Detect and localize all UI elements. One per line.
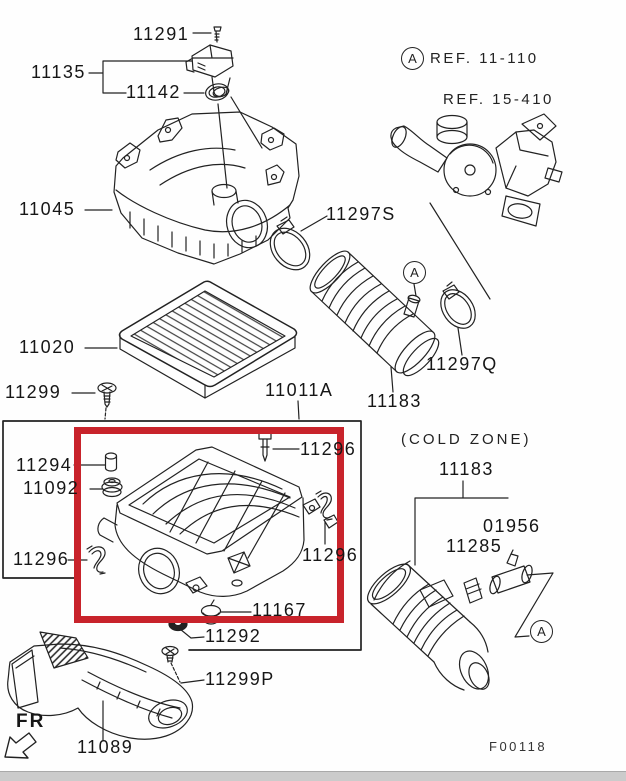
fr-arrow xyxy=(5,733,36,758)
o-ring-drawing xyxy=(204,82,230,102)
part-label-11296-right: 11296 xyxy=(302,545,359,565)
figure-code: F00118 xyxy=(489,739,548,754)
grommet-11092-drawing xyxy=(102,478,122,497)
air-cleaner-cover-drawing xyxy=(114,112,299,264)
front-direction-label: FR xyxy=(16,711,46,732)
part-label-11294: 11294 xyxy=(16,455,73,475)
part-label-01956: 01956 xyxy=(483,516,541,536)
part-label-11020: 11020 xyxy=(19,337,76,357)
part-label-11297q: 11297Q xyxy=(426,354,498,374)
view-marker-a-bottom: A xyxy=(530,620,553,643)
cold-zone-note: (COLD ZONE) xyxy=(401,431,532,448)
view-marker-a-middle: A xyxy=(403,261,426,284)
screw-11299p-drawing xyxy=(162,647,178,663)
sensor-01956-drawing xyxy=(488,550,534,595)
clip-11296-right-drawing xyxy=(316,491,332,520)
bolt-11299-drawing xyxy=(98,383,116,407)
part-label-11296-left: 11296 xyxy=(13,549,70,569)
turbocharger-drawing xyxy=(389,114,562,226)
part-label-11135: 11135 xyxy=(31,62,86,82)
part-label-11296-top: 11296 xyxy=(300,439,357,459)
part-label-11089: 11089 xyxy=(77,737,134,757)
clamp-11297q-drawing xyxy=(434,282,483,335)
reference-note-engine: REF. 11-110 xyxy=(430,50,539,67)
reference-note-turbo: REF. 15-410 xyxy=(443,91,554,108)
clip-11285-drawing xyxy=(464,578,482,603)
air-duct-11089-drawing xyxy=(8,632,193,739)
part-label-11292: 11292 xyxy=(205,626,262,646)
clamp-11297s-drawing xyxy=(262,217,318,278)
part-label-11092: 11092 xyxy=(23,478,80,498)
view-marker-a-top: A xyxy=(401,47,424,70)
part-label-11291: 11291 xyxy=(133,24,190,44)
leader-lines xyxy=(68,33,553,740)
group-box-11011a xyxy=(3,421,361,650)
part-label-11183-upper: 11183 xyxy=(367,391,422,411)
part-label-11142: 11142 xyxy=(126,82,181,102)
pin-11296-top-drawing xyxy=(259,433,271,461)
bottom-gray-bar xyxy=(0,771,626,781)
air-cleaner-body-drawing xyxy=(98,447,338,599)
part-label-11299: 11299 xyxy=(5,382,62,402)
part-label-11045: 11045 xyxy=(19,199,76,219)
screw-11291-drawing xyxy=(214,27,221,42)
part-label-11297s: 11297S xyxy=(326,204,396,224)
part-label-11011a: 11011A xyxy=(265,380,334,400)
intake-hose-upper-drawing xyxy=(304,245,444,380)
part-label-11285: 11285 xyxy=(446,536,503,556)
part-label-11183-lower: 11183 xyxy=(439,459,494,479)
part-label-11299p: 11299P xyxy=(205,669,275,689)
air-filter-element-drawing xyxy=(120,281,297,398)
part-label-11167: 11167 xyxy=(252,600,307,620)
clip-11296-left-drawing xyxy=(87,546,105,574)
bushing-11294-drawing xyxy=(106,453,117,471)
intake-hose-lower-drawing xyxy=(362,558,495,694)
highlight-box xyxy=(74,427,344,623)
